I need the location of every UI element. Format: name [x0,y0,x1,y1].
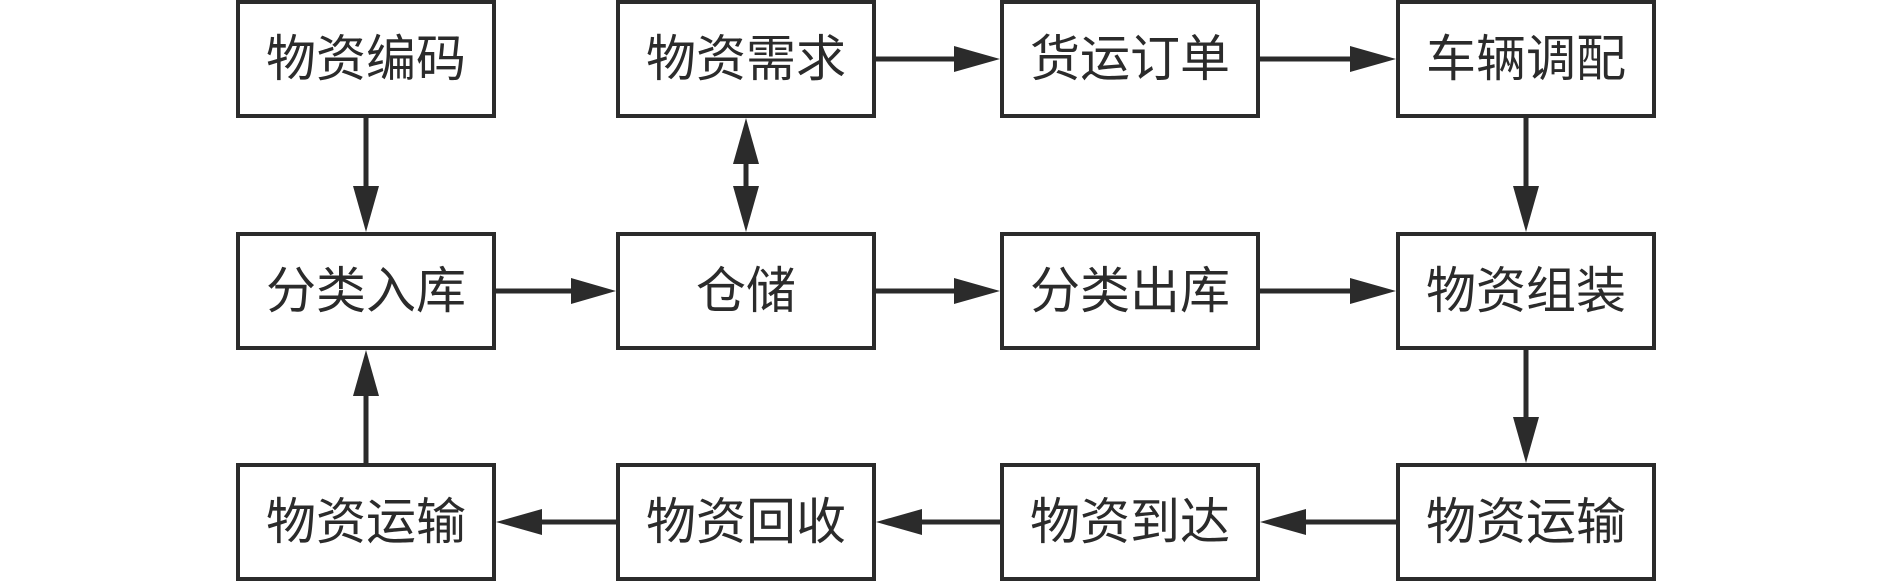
node-classified-inbound: 分类入库 [236,232,496,350]
arrowhead-left [876,509,922,535]
arrowhead-right [571,278,616,304]
arrowhead-up [353,350,379,396]
arrowhead-right [954,278,1000,304]
node-material-arrival: 物资到达 [1000,463,1260,581]
node-vehicle-dispatch: 车辆调配 [1396,0,1656,118]
node-material-assembly: 物资组装 [1396,232,1656,350]
node-storage: 仓储 [616,232,876,350]
arrowhead-down [353,186,379,232]
arrowhead-right [954,46,1000,72]
arrowhead-down [1513,417,1539,463]
arrowhead-left [496,509,542,535]
node-material-transport-return: 物资运输 [236,463,496,581]
node-freight-order: 货运订单 [1000,0,1260,118]
arrowhead-right [1350,278,1396,304]
arrowhead-down [733,186,759,232]
node-material-recycling: 物资回收 [616,463,876,581]
arrowhead-down [1513,186,1539,232]
arrowhead-right [1350,46,1396,72]
node-classified-outbound: 分类出库 [1000,232,1260,350]
arrowhead-left [1260,509,1306,535]
node-material-demand: 物资需求 [616,0,876,118]
arrowhead-up [733,118,759,164]
node-material-coding: 物资编码 [236,0,496,118]
node-material-transport: 物资运输 [1396,463,1656,581]
